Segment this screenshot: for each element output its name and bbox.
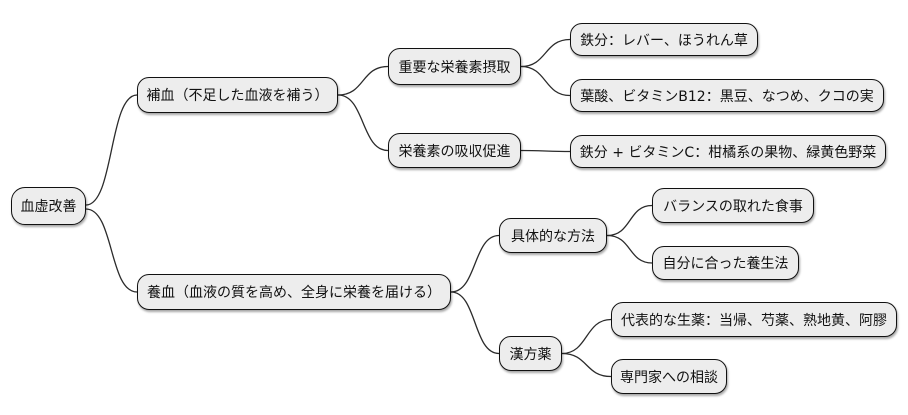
node-yosan-b12: 葉酸、ビタミンB12：黒豆、なつめ、クコの実 [570,79,884,112]
node-tetsubun-reba: 鉄分：レバー、ほうれん草 [570,23,758,56]
node-kyushu-sokushin: 栄養素の吸収促進 [388,133,521,168]
node-jibun-yojoho: 自分に合った養生法 [652,246,799,280]
edge-hoketsu-juyo [337,65,389,96]
edge-gutai-balance [606,204,653,237]
edge-gutai-jibun [606,234,653,264]
edge-kyushu-tetsuc [520,149,571,153]
node-tetsubun-vitaminc: 鉄分 + ビタミンC：柑橘系の果物、緑黄色野菜 [570,135,886,168]
edge-root-yoketsu [85,208,138,293]
node-juyona-eiyoso: 重要な栄養素摂取 [388,48,521,85]
node-balance-shokuji: バランスの取れた食事 [652,188,814,223]
edge-juyo-tetsubun [520,38,571,68]
node-senmonka-sodan: 専門家への相談 [611,359,727,394]
edge-yoketsu-gutai [450,234,500,293]
edge-hoketsu-kyushu [337,94,389,152]
node-daihyoteki-shoyaku: 代表的な生薬：当帰、芍薬、熟地黄、阿膠 [611,302,897,337]
node-gutaiteki-hoho: 具体的な方法 [499,218,607,253]
node-hoketsu: 補血（不足した血液を補う） [137,77,338,113]
edge-juyo-yosan [520,65,571,97]
node-root: 血虚改善 [11,187,86,225]
edge-root-hoketsu [85,94,138,206]
edge-yoketsu-kampo [450,291,500,355]
node-kampoyaku: 漢方薬 [499,336,562,371]
node-yoketsu: 養血（血液の質を高め、全身に栄養を届ける） [137,274,451,310]
edge-kampo-daihyo [561,318,612,355]
edge-kampo-senmon [561,352,612,378]
